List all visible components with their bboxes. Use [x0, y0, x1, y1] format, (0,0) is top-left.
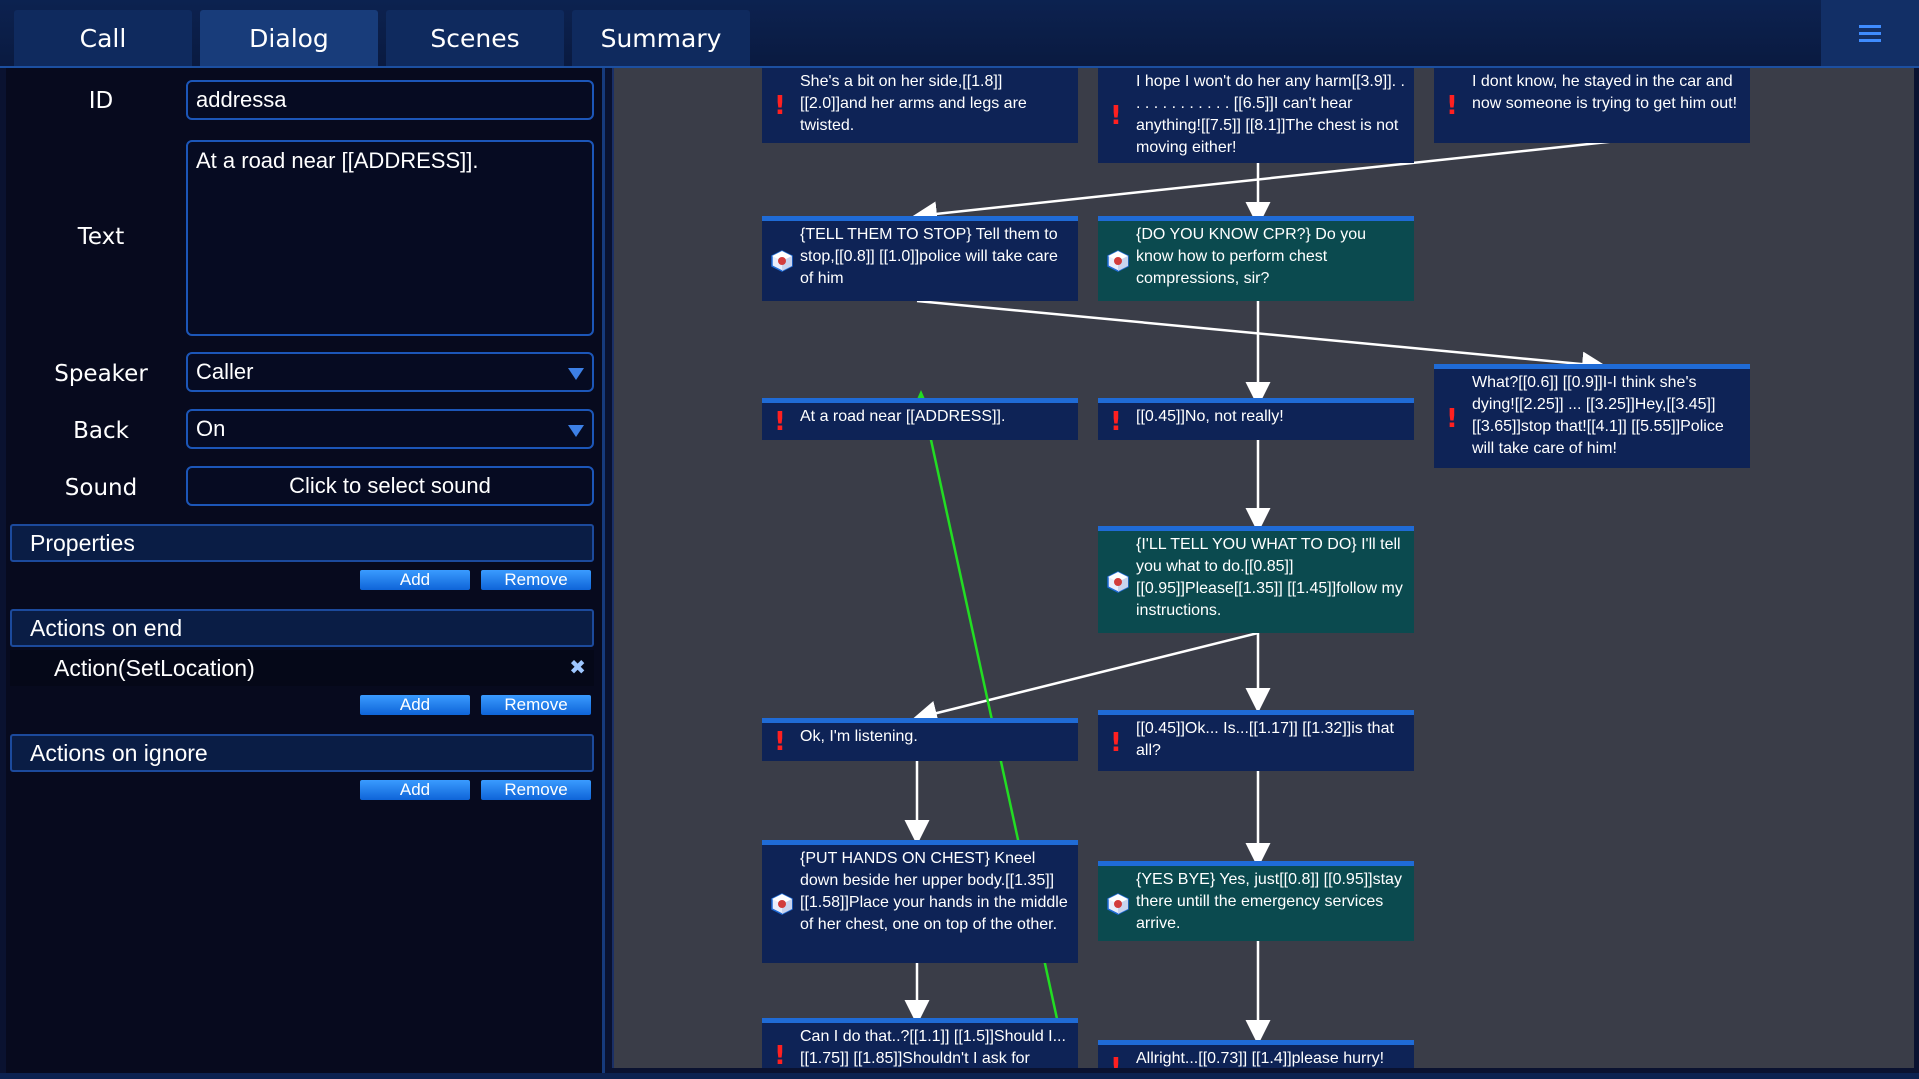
remove-action-icon[interactable]: ✖	[569, 657, 586, 679]
warning-icon: !	[1446, 403, 1458, 434]
dispatcher-cube-icon	[1107, 571, 1129, 593]
warning-icon: !	[774, 406, 786, 437]
hamburger-menu-button[interactable]	[1821, 0, 1919, 66]
actions-on-ignore-add-button[interactable]: Add	[360, 780, 470, 800]
dialog-node[interactable]: {I'LL TELL YOU WHAT TO DO} I'll tell you…	[1098, 526, 1414, 633]
dialog-node[interactable]: ! I hope I won't do her any harm[[3.9]].…	[1098, 68, 1414, 163]
node-text: [[0.45]]No, not really!	[1136, 408, 1284, 425]
tab-call[interactable]: Call	[14, 10, 192, 66]
dialog-node[interactable]: ! [[0.45]]Ok... Is...[[1.17]] [[1.32]]is…	[1098, 710, 1414, 771]
node-text: [[0.45]]Ok... Is...[[1.17]] [[1.32]]is t…	[1136, 720, 1394, 759]
dialog-node[interactable]: ! I dont know, he stayed in the car and …	[1434, 68, 1750, 143]
warning-icon: !	[1110, 728, 1122, 758]
properties-header: Properties	[10, 524, 594, 562]
node-text: At a road near [[ADDRESS]].	[800, 408, 1006, 425]
actions-on-end-add-button[interactable]: Add	[360, 695, 470, 715]
edge	[916, 299, 1607, 377]
dispatcher-cube-icon	[771, 250, 793, 272]
tab-dialog[interactable]: Dialog	[200, 10, 378, 66]
dispatcher-cube-icon	[1107, 892, 1129, 915]
actions-on-ignore-header: Actions on ignore	[10, 734, 594, 772]
warning-icon: !	[1446, 90, 1458, 121]
node-text: She's a bit on her side,[[1.8]] [[2.0]]a…	[800, 73, 1027, 134]
dispatcher-cube-icon	[771, 893, 793, 915]
dialog-node[interactable]: ! What?[[0.6]] [[0.9]]I-I think she's dy…	[1434, 364, 1750, 468]
dialog-node[interactable]: ! Ok, I'm listening.	[762, 718, 1078, 761]
node-text: {DO YOU KNOW CPR?} Do you know how to pe…	[1136, 226, 1366, 287]
back-select[interactable]: On	[186, 409, 594, 449]
dialog-node[interactable]: ! Allright...[[0.73]] [[1.4]]please hurr…	[1098, 1040, 1414, 1068]
warning-icon: !	[774, 90, 786, 121]
properties-remove-button[interactable]: Remove	[481, 570, 591, 590]
node-text: {YES BYE} Yes, just[[0.8]] [[0.95]]stay …	[1136, 871, 1402, 932]
dialog-properties-panel: ID addressa Text At a road near [[ADDRES…	[6, 68, 605, 1074]
dropdown-arrow-icon	[568, 425, 584, 437]
speaker-label: Speaker	[54, 361, 148, 387]
speaker-select[interactable]: Caller	[186, 352, 594, 392]
edge	[912, 139, 1618, 227]
action-item-label: Action(SetLocation)	[54, 655, 255, 681]
dialog-node[interactable]: ! [[0.45]]No, not really!	[1098, 398, 1414, 440]
tab-scenes[interactable]: Scenes	[386, 10, 564, 66]
actions-on-end-remove-button[interactable]: Remove	[481, 695, 591, 715]
sound-label: Sound	[64, 475, 138, 501]
hamburger-menu-icon	[1859, 21, 1881, 46]
id-input[interactable]: addressa	[186, 80, 594, 120]
dropdown-arrow-icon	[568, 368, 584, 380]
properties-add-button[interactable]: Add	[360, 570, 470, 590]
tab-summary[interactable]: Summary	[572, 10, 750, 66]
dialog-node[interactable]: {PUT HANDS ON CHEST} Kneel down beside h…	[762, 840, 1078, 963]
text-textarea[interactable]: At a road near [[ADDRESS]].	[186, 140, 594, 336]
dialog-graph-canvas[interactable]: ! She's a bit on her side,[[1.8]] [[2.0]…	[612, 68, 1914, 1068]
back-select-value: On	[196, 416, 226, 441]
edge	[912, 631, 1259, 726]
node-text: {I'LL TELL YOU WHAT TO DO} I'll tell you…	[1136, 536, 1403, 619]
bottom-scrollbar[interactable]	[0, 1073, 1919, 1079]
dialog-node-selected[interactable]: ! At a road near [[ADDRESS]].	[762, 398, 1078, 440]
text-label: Text	[77, 224, 125, 250]
node-text: {TELL THEM TO STOP} Tell them to stop,[[…	[800, 226, 1058, 287]
action-item[interactable]: Action(SetLocation) ✖	[10, 650, 594, 686]
dialog-node[interactable]: ! Can I do that..?[[1.1]] [[1.5]]Should …	[762, 1018, 1078, 1068]
warning-icon: !	[1110, 406, 1122, 437]
node-text: I dont know, he stayed in the car and no…	[1472, 73, 1738, 112]
actions-on-ignore-remove-button[interactable]: Remove	[481, 780, 591, 800]
node-text: I hope I won't do her any harm[[3.9]]. .…	[1136, 73, 1405, 156]
node-text: Ok, I'm listening.	[800, 728, 918, 745]
node-text: Can I do that..?[[1.1]] [[1.5]]Should I.…	[800, 1028, 1066, 1067]
warning-icon: !	[1110, 1052, 1122, 1069]
dialog-node[interactable]: {TELL THEM TO STOP} Tell them to stop,[[…	[762, 216, 1078, 301]
speaker-select-value: Caller	[196, 359, 254, 384]
dialog-node[interactable]: ! She's a bit on her side,[[1.8]] [[2.0]…	[762, 68, 1078, 143]
select-sound-button[interactable]: Click to select sound	[186, 466, 594, 506]
warning-icon: !	[774, 727, 786, 757]
warning-icon: !	[1110, 100, 1122, 131]
dispatcher-cube-icon	[1107, 250, 1129, 272]
id-label: ID	[88, 88, 114, 114]
node-text: {PUT HANDS ON CHEST} Kneel down beside h…	[800, 850, 1068, 933]
node-text: Allright...[[0.73]] [[1.4]]please hurry!	[1136, 1050, 1385, 1067]
warning-icon: !	[774, 1040, 786, 1069]
dialog-node[interactable]: {YES BYE} Yes, just[[0.8]] [[0.95]]stay …	[1098, 861, 1414, 941]
back-label: Back	[73, 418, 129, 444]
dialog-node[interactable]: {DO YOU KNOW CPR?} Do you know how to pe…	[1098, 216, 1414, 301]
top-bar: Call Dialog Scenes Summary	[0, 0, 1919, 68]
node-text: What?[[0.6]] [[0.9]]I-I think she's dyin…	[1472, 374, 1724, 457]
actions-on-end-header: Actions on end	[10, 609, 594, 647]
